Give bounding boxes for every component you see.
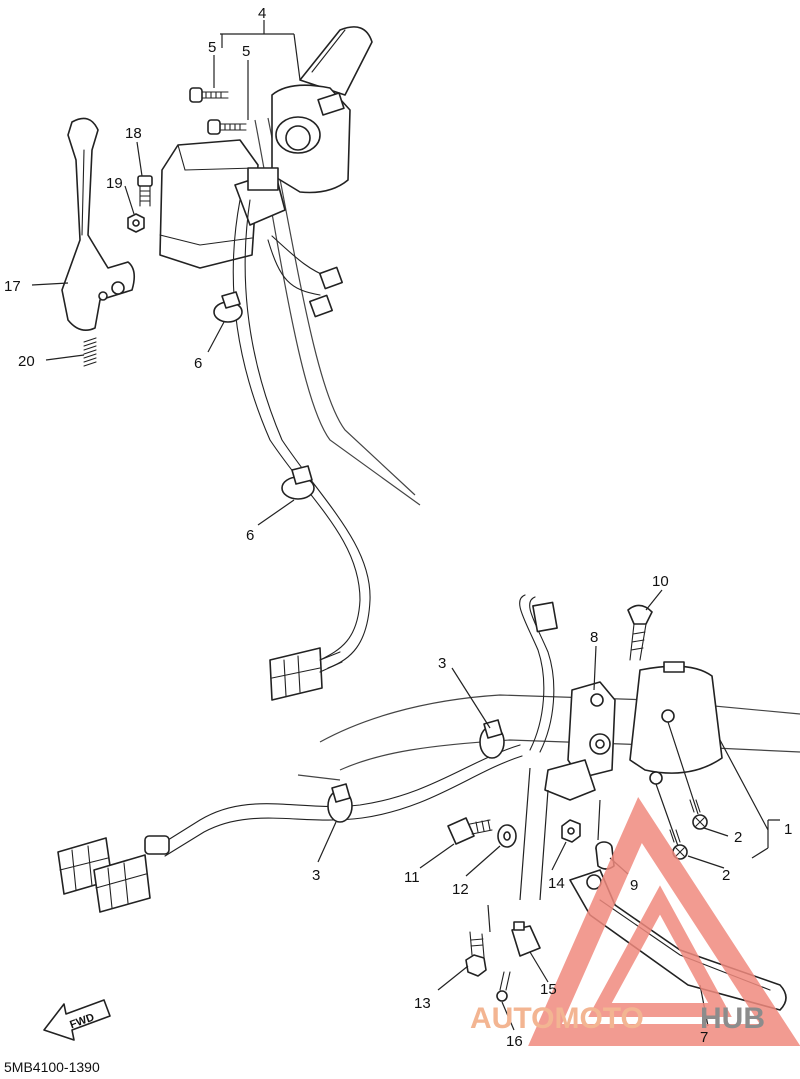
spring-20 — [83, 337, 97, 367]
callout-17: 17 — [4, 278, 21, 295]
right-switch-wire — [519, 594, 558, 753]
watermark-text-secondary: HUB — [700, 1002, 765, 1035]
bolt-18 — [137, 175, 153, 207]
callout-3-lower: 3 — [312, 867, 320, 884]
callout-11: 11 — [404, 869, 420, 886]
callout-5-upper: 5 — [208, 39, 216, 56]
bolt-13 — [465, 931, 487, 977]
callout-2-lower: 2 — [722, 867, 730, 884]
cable-clamp-6-lower — [281, 465, 315, 500]
master-cylinder-holder — [544, 681, 616, 801]
callout-20: 20 — [18, 353, 35, 370]
screw-2-lower — [669, 829, 688, 860]
left-handlebar-switch — [271, 84, 351, 194]
left-harness-connector — [269, 647, 343, 701]
washer-12 — [497, 824, 517, 848]
callout-9: 9 — [630, 877, 638, 894]
callout-12: 12 — [452, 881, 469, 898]
callout-10: 10 — [652, 573, 669, 590]
callout-6-lower: 6 — [246, 527, 254, 544]
callout-6-upper: 6 — [194, 355, 202, 372]
callout-18: 18 — [125, 125, 142, 142]
callout-3-upper: 3 — [438, 655, 446, 672]
left-grip — [299, 26, 373, 96]
callout-13: 13 — [414, 995, 431, 1012]
right-harness-connectors — [57, 835, 170, 913]
watermark-logo: AUTOMOTO HUB — [470, 796, 800, 1046]
callout-4: 4 — [258, 5, 266, 22]
watermark-triangle-icon — [528, 796, 800, 1046]
cable-clamp-6-upper — [213, 291, 243, 323]
right-harness-cable — [159, 744, 523, 857]
brake-switch-15 — [511, 921, 541, 957]
clutch-lever — [61, 117, 136, 331]
bolt-5-lower — [207, 119, 247, 135]
nut-14 — [561, 819, 581, 843]
callout-5-lower: 5 — [242, 43, 250, 60]
watermark-text-primary: AUTOMOTO — [470, 1002, 644, 1035]
bolt-10 — [627, 604, 653, 661]
callout-14: 14 — [548, 875, 565, 892]
callout-7: 7 — [700, 1029, 708, 1046]
cable-clamp-3-upper — [479, 719, 505, 759]
callout-2-upper: 2 — [734, 829, 742, 846]
forward-arrow: FWD — [43, 999, 111, 1041]
bolt-5-upper — [189, 87, 229, 103]
diagram-code: 5MB4100-1390 — [4, 1059, 100, 1075]
right-handlebar — [297, 694, 800, 781]
nut-19 — [127, 213, 145, 233]
callout-19: 19 — [106, 175, 123, 192]
screw-16 — [496, 971, 511, 1002]
callout-1: 1 — [784, 821, 792, 838]
screw-2-upper — [689, 799, 708, 830]
watermark-inner-triangle-icon — [588, 885, 732, 1017]
bolt-11 — [447, 817, 493, 845]
callout-16: 16 — [506, 1033, 523, 1050]
callout-15: 15 — [540, 981, 557, 998]
clutch-holder-block — [159, 139, 286, 269]
callout-labels: 4 5 5 18 19 17 20 6 6 10 8 3 3 1 2 2 11 … — [4, 5, 792, 1050]
right-handlebar-switch — [629, 661, 723, 785]
callout-8: 8 — [590, 629, 598, 646]
cable-clamp-3-lower — [327, 783, 353, 823]
